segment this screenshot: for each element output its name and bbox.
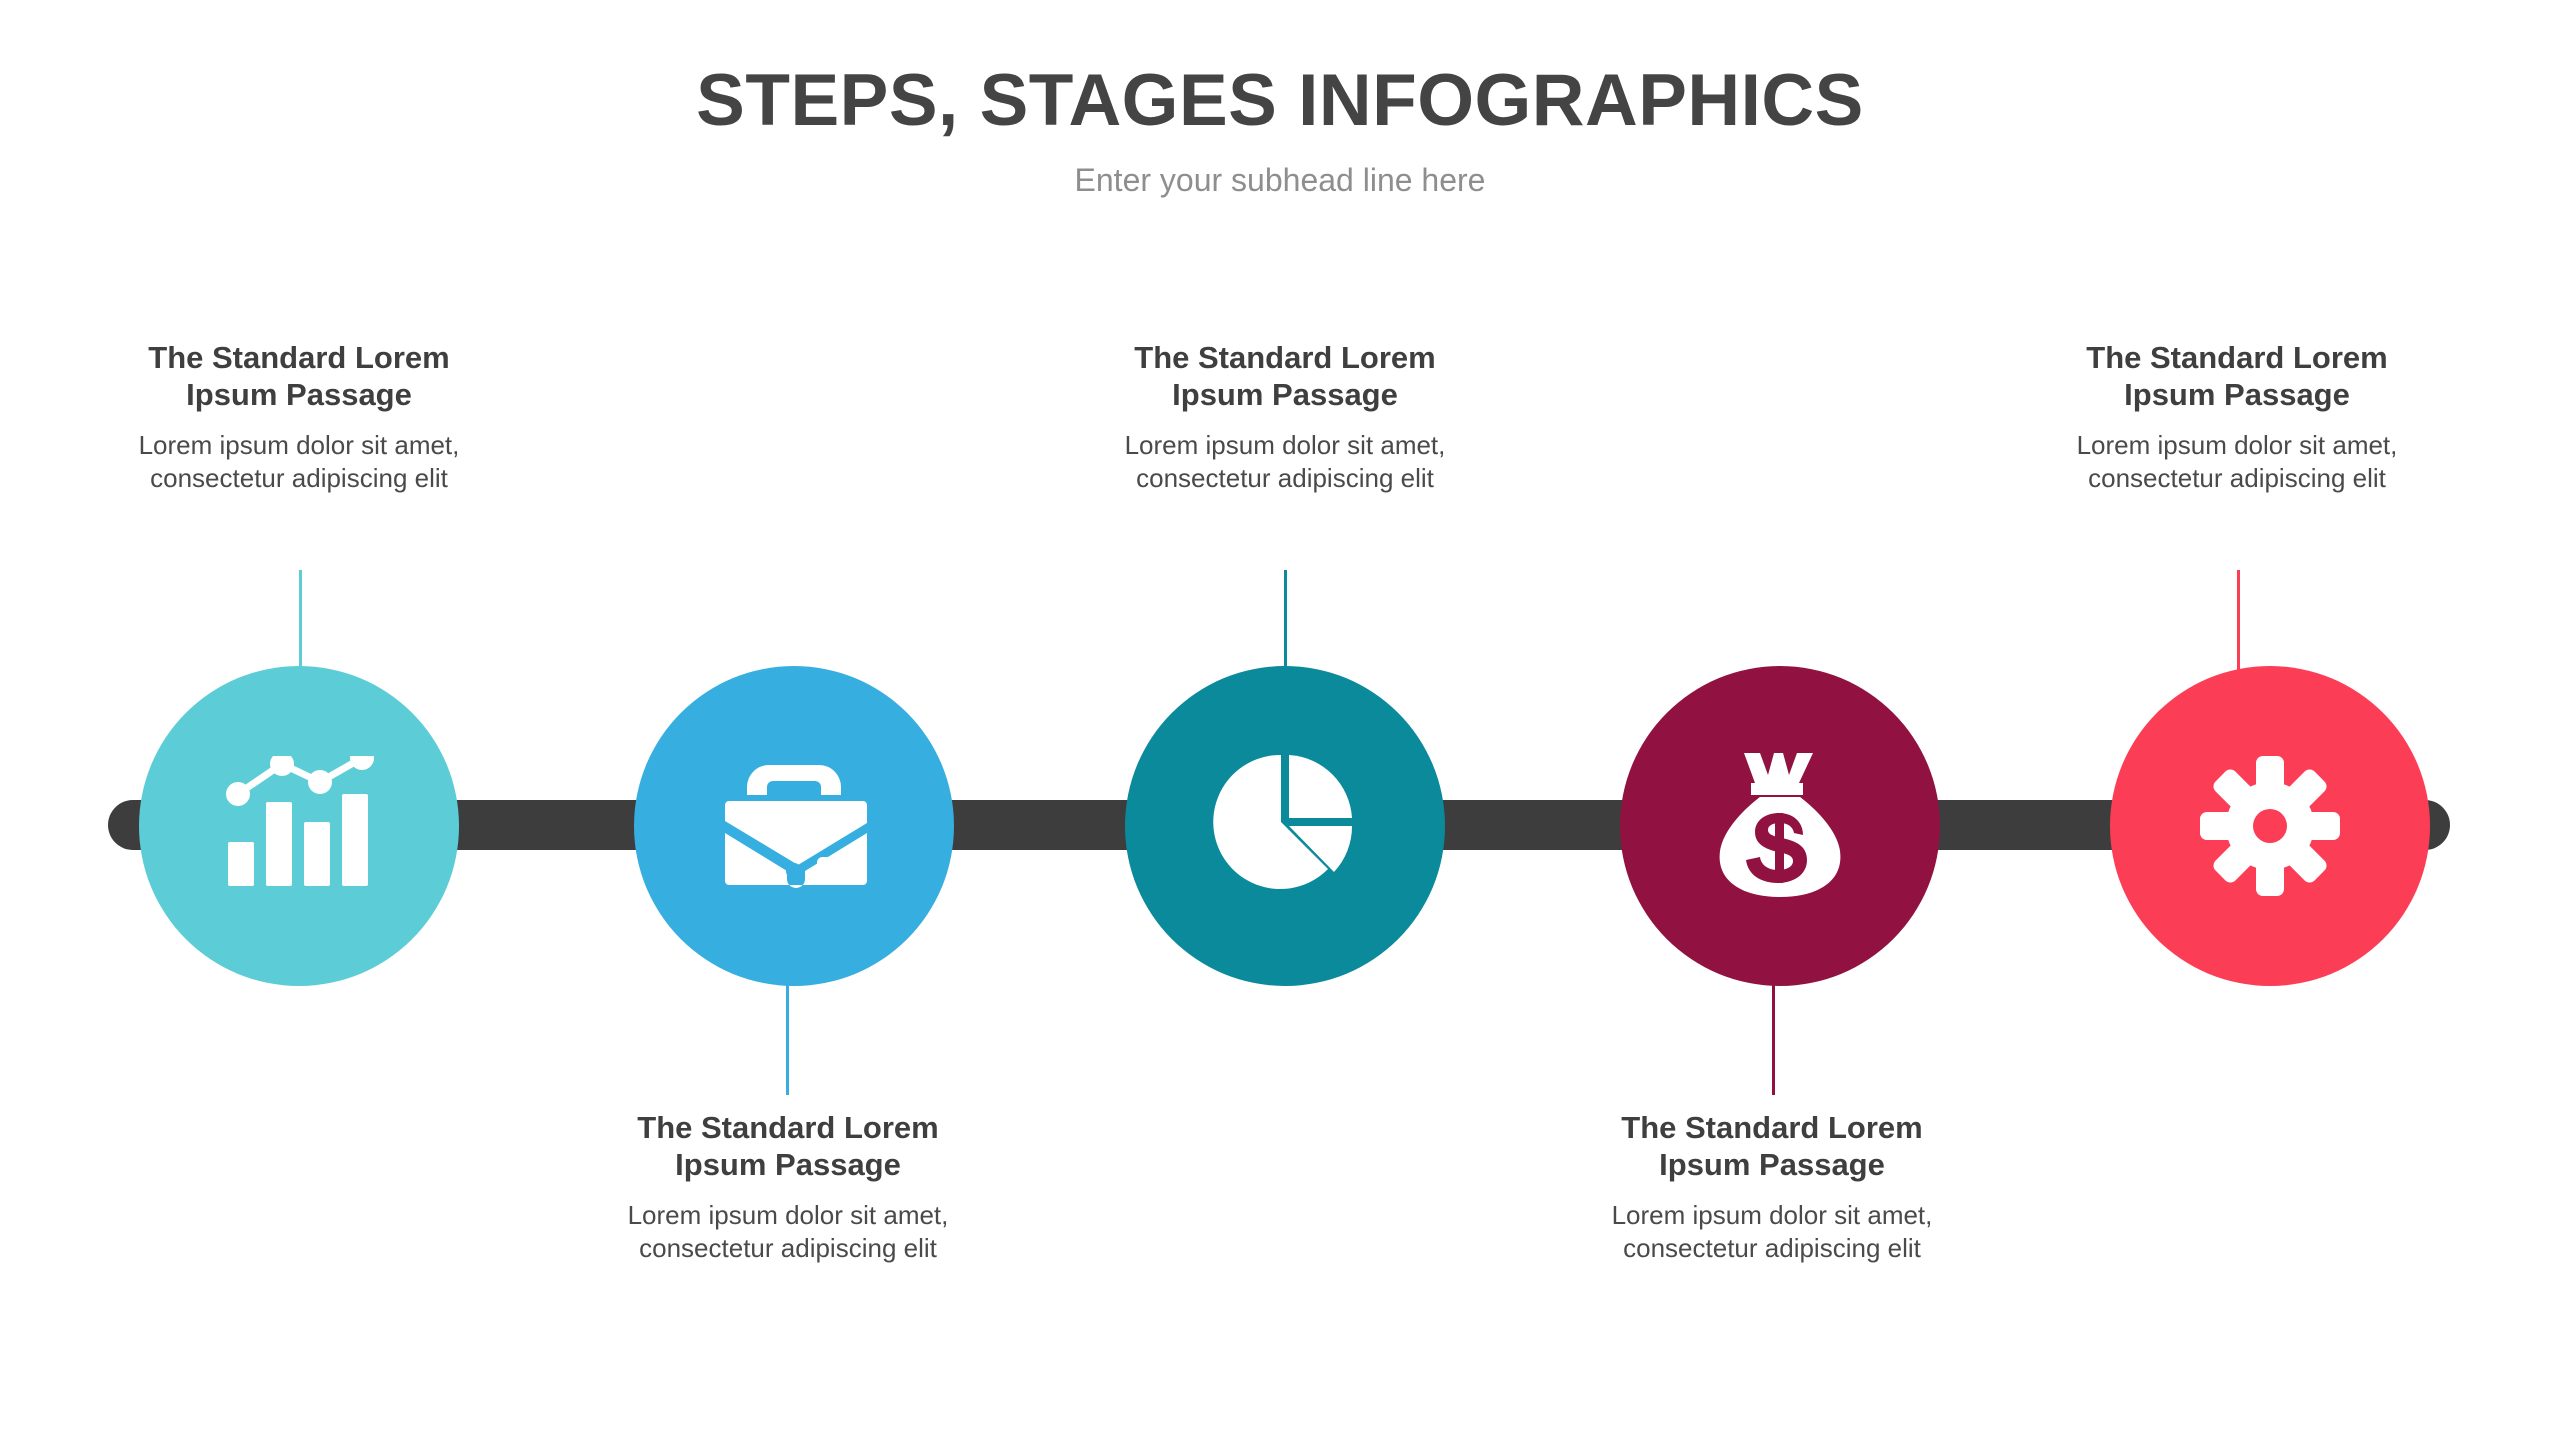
step-body-3: Lorem ipsum dolor sit amet, consectetur … [1075, 429, 1495, 494]
page-title: STEPS, STAGES INFOGRAPHICS [696, 60, 1864, 141]
step-body-4-line2: consectetur adipiscing elit [1623, 1232, 1921, 1263]
step-heading-5-line1: The Standard Lorem [2086, 340, 2388, 375]
page-subtitle: Enter your subhead line here [1074, 161, 1486, 198]
connector-stem-1 [299, 570, 302, 700]
step-body-4: Lorem ipsum dolor sit amet, consectetur … [1562, 1199, 1982, 1264]
step-body-1-line1: Lorem ipsum dolor sit amet, [138, 430, 460, 461]
step-heading-2-line1: The Standard Lorem [637, 1110, 939, 1145]
step-body-2: Lorem ipsum dolor sit amet, consectetur … [578, 1199, 998, 1264]
connector-stem-2 [786, 950, 789, 1095]
briefcase-icon [719, 761, 869, 891]
step-body-1: Lorem ipsum dolor sit amet, consectetur … [89, 429, 509, 494]
step-heading-1: The Standard Lorem Ipsum Passage [89, 340, 509, 413]
step-node-4[interactable] [1620, 666, 1940, 986]
step-heading-5: The Standard Lorem Ipsum Passage [2027, 340, 2447, 413]
step-body-5-line2: consectetur adipiscing elit [2088, 462, 2386, 493]
step-body-5: Lorem ipsum dolor sit amet, consectetur … [2027, 429, 2447, 494]
step-caption-2: The Standard Lorem Ipsum Passage Lorem i… [578, 1110, 998, 1264]
step-node-1[interactable] [139, 666, 459, 986]
step-heading-3: The Standard Lorem Ipsum Passage [1075, 340, 1495, 413]
step-caption-1: The Standard Lorem Ipsum Passage Lorem i… [89, 340, 509, 494]
step-body-4-line1: Lorem ipsum dolor sit amet, [1611, 1200, 1933, 1231]
step-heading-3-line2: Ipsum Passage [1172, 376, 1398, 412]
connector-stem-5 [2237, 570, 2240, 700]
step-heading-1-line2: Ipsum Passage [186, 376, 412, 412]
step-heading-4-line1: The Standard Lorem [1621, 1110, 1923, 1145]
step-body-5-line1: Lorem ipsum dolor sit amet, [2076, 430, 2398, 461]
money-bag-icon [1714, 751, 1846, 901]
step-body-1-line2: consectetur adipiscing elit [150, 462, 448, 493]
step-caption-3: The Standard Lorem Ipsum Passage Lorem i… [1075, 340, 1495, 494]
step-body-2-line1: Lorem ipsum dolor sit amet, [627, 1200, 949, 1231]
step-node-5[interactable] [2110, 666, 2430, 986]
step-heading-2: The Standard Lorem Ipsum Passage [578, 1110, 998, 1183]
connector-stem-4 [1772, 950, 1775, 1095]
step-heading-4: The Standard Lorem Ipsum Passage [1562, 1110, 1982, 1183]
step-heading-5-line2: Ipsum Passage [2124, 376, 2350, 412]
step-caption-4: The Standard Lorem Ipsum Passage Lorem i… [1562, 1110, 1982, 1264]
step-heading-2-line2: Ipsum Passage [675, 1146, 901, 1182]
pie-chart-icon [1210, 751, 1360, 901]
step-heading-3-line1: The Standard Lorem [1134, 340, 1436, 375]
bar-chart-line-icon [224, 756, 374, 896]
step-heading-4-line2: Ipsum Passage [1659, 1146, 1885, 1182]
gear-icon [2200, 756, 2340, 896]
step-body-3-line2: consectetur adipiscing elit [1136, 462, 1434, 493]
step-node-3[interactable] [1125, 666, 1445, 986]
step-heading-1-line1: The Standard Lorem [148, 340, 450, 375]
step-node-2[interactable] [634, 666, 954, 986]
connector-stem-3 [1284, 570, 1287, 700]
step-caption-5: The Standard Lorem Ipsum Passage Lorem i… [2027, 340, 2447, 494]
header: STEPS, STAGES INFOGRAPHICS Enter your su… [0, 60, 2560, 198]
step-body-2-line2: consectetur adipiscing elit [639, 1232, 937, 1263]
step-body-3-line1: Lorem ipsum dolor sit amet, [1124, 430, 1446, 461]
